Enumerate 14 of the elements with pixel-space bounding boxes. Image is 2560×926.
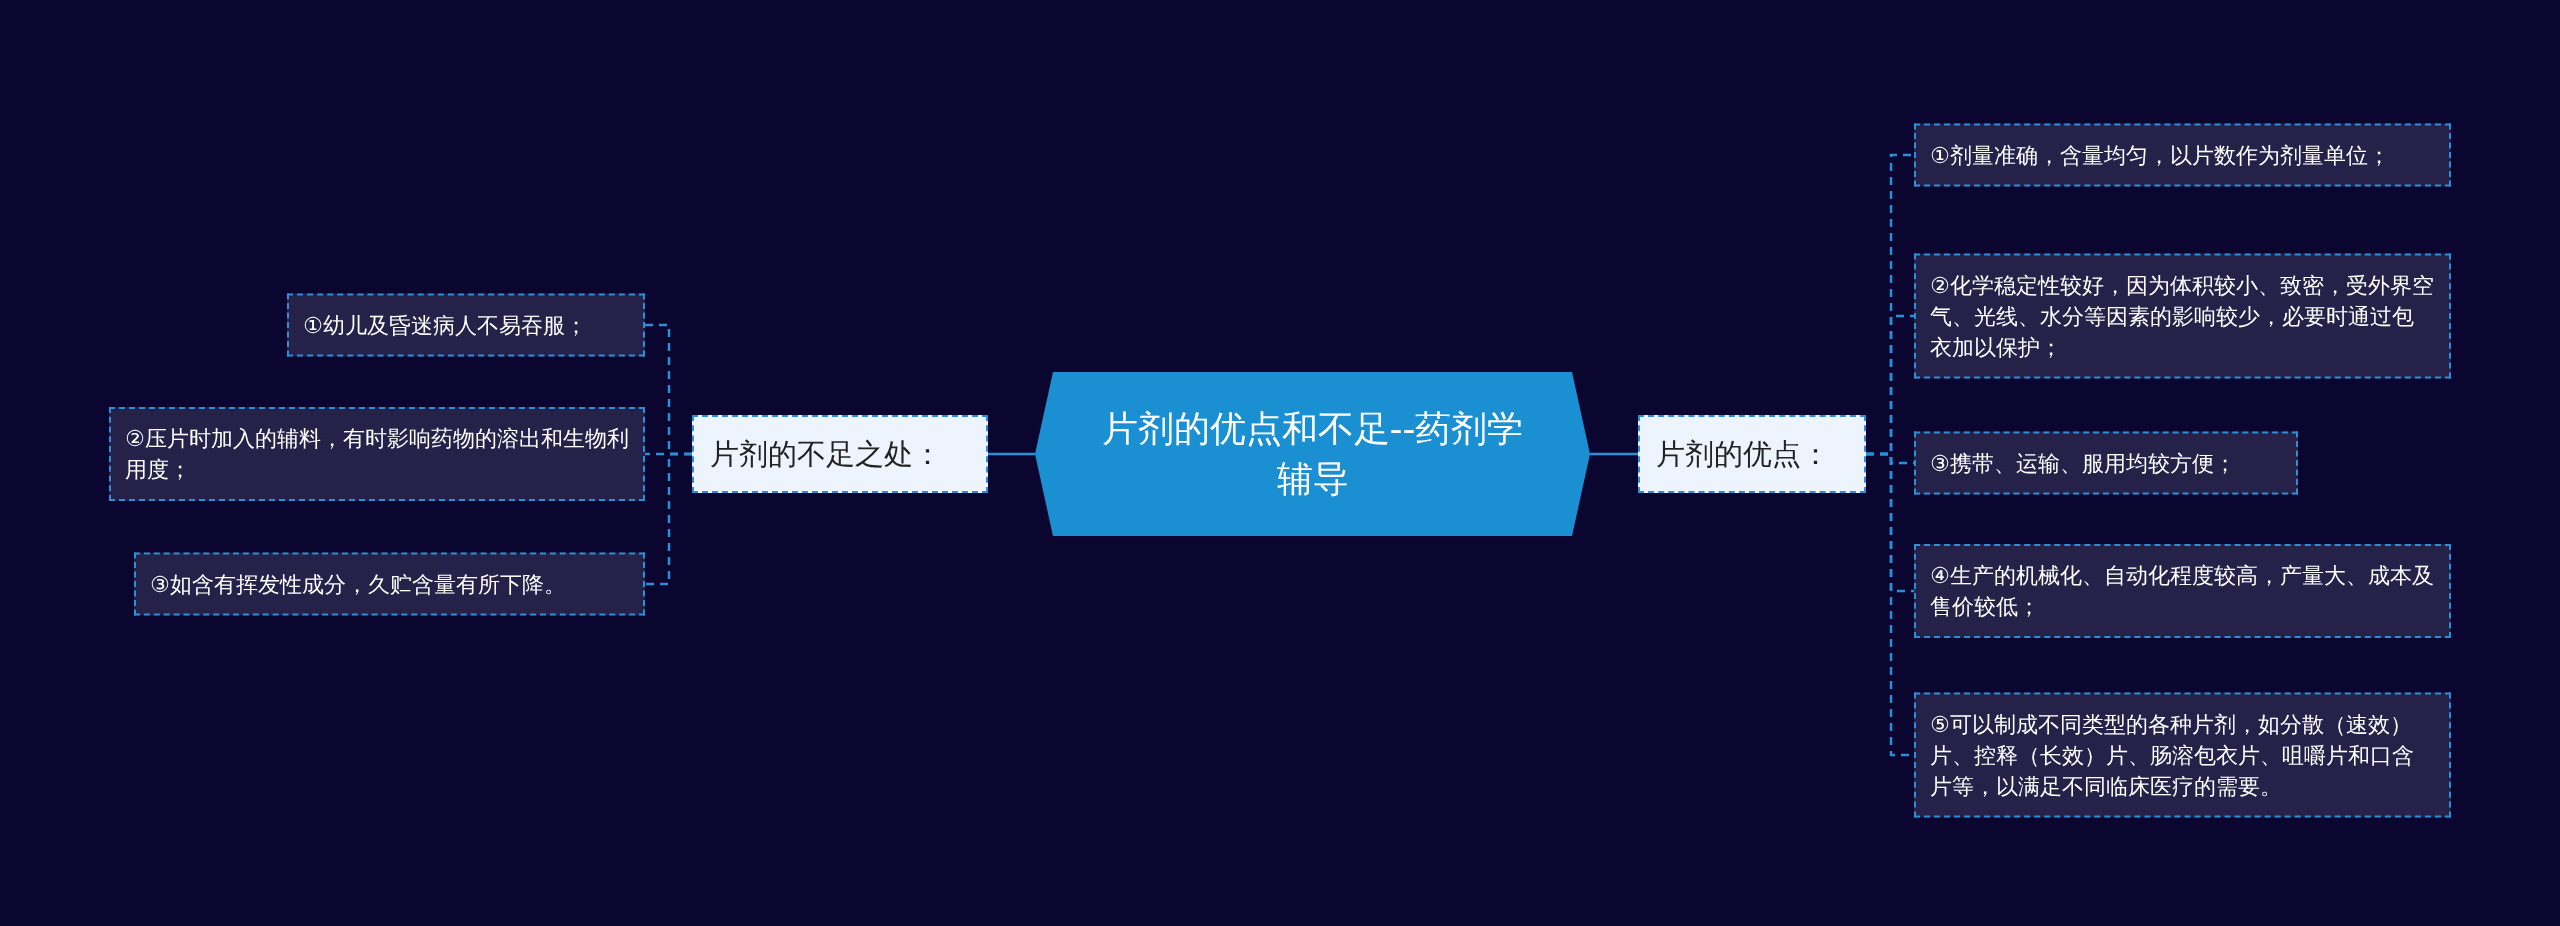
- connector-line: [1590, 452, 1638, 456]
- note-box: ①幼儿及昏迷病人不易吞服；: [287, 293, 645, 357]
- topic-hexagon: 片剂的优点和不足--药剂学辅导: [1035, 372, 1590, 536]
- branch-box: 片剂的不足之处：: [692, 415, 988, 493]
- note-box: ④生产的机械化、自动化程度较高，产量大、成本及售价较低；: [1914, 544, 2451, 638]
- connector-line: [645, 452, 692, 586]
- branch-box: 片剂的优点：: [1638, 415, 1866, 493]
- note-box: ②压片时加入的辅料，有时影响药物的溶出和生物利用度；: [109, 407, 645, 501]
- connector-line: [988, 452, 1035, 456]
- note-box: ③如含有挥发性成分，久贮含量有所下降。: [134, 552, 645, 616]
- note-box: ①剂量准确，含量均匀，以片数作为剂量单位；: [1914, 123, 2451, 187]
- note-box: ②化学稳定性较好，因为体积较小、致密，受外界空气、光线、水分等因素的影响较少，必要时通过包衣加以保护；: [1914, 253, 2451, 379]
- note-box: ③携带、运输、服用均较方便；: [1914, 431, 2298, 495]
- note-box: ⑤可以制成不同类型的各种片剂，如分散（速效）片、控释（长效）片、肠溶包衣片、咀嚼片和口含片等，以满足不同临床医疗的需要。: [1914, 692, 2451, 818]
